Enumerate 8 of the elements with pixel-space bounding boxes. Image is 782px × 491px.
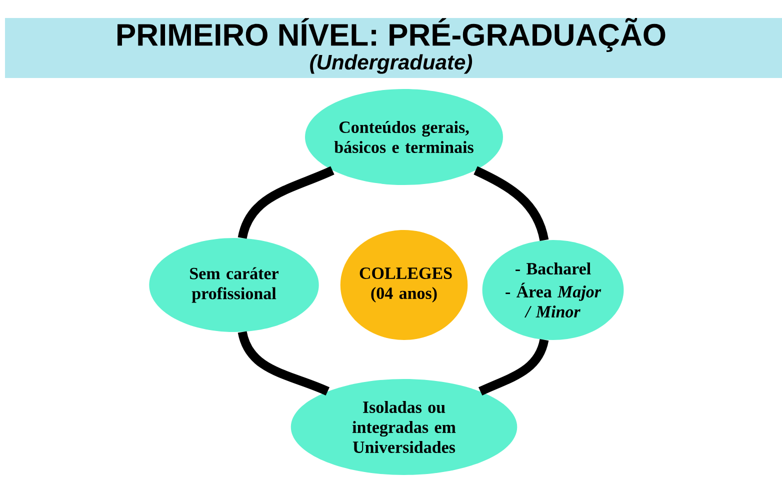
ring-arc bbox=[238, 166, 334, 240]
ellipse-node: Sem caráter profissional bbox=[149, 238, 319, 332]
ring-arc bbox=[474, 166, 549, 242]
ellipse-node: Isoladas ou integradas em Universidades bbox=[290, 379, 518, 475]
ellipse-node: Conteúdos gerais, básicos e terminais bbox=[305, 89, 503, 185]
title: PRIMEIRO NÍVEL: PRÉ-GRADUAÇÃO bbox=[118, 18, 666, 52]
ellipse-node: - Bacharel - Área Major / Minor bbox=[482, 240, 624, 340]
ring-arc bbox=[238, 330, 330, 396]
